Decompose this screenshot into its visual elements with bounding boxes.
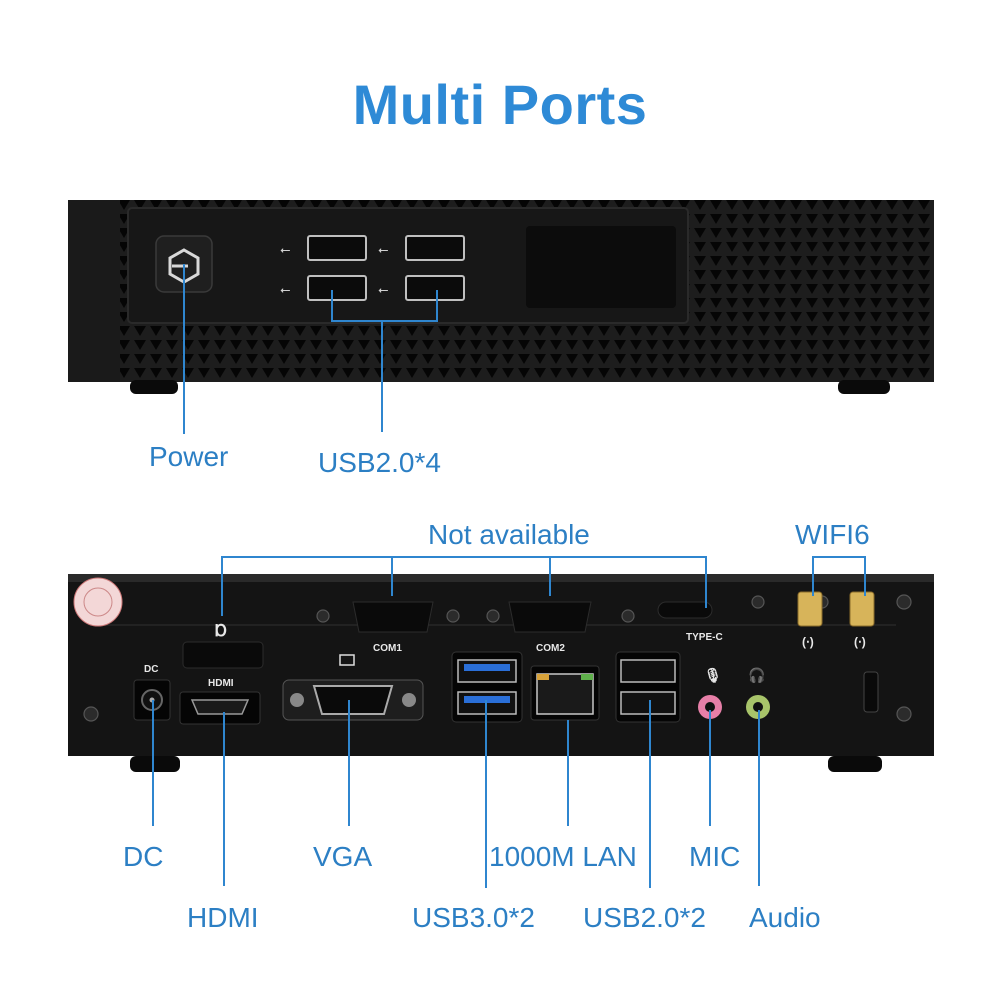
svg-text:DC: DC xyxy=(144,664,158,675)
svg-text:HDMI: HDMI xyxy=(208,678,234,689)
label-vga: VGA xyxy=(313,841,373,872)
leader-usb-a xyxy=(331,290,333,322)
silk-typec: TYPE-C xyxy=(686,632,723,643)
silk-com2: COM2 xyxy=(536,643,565,654)
svg-text:🎧: 🎧 xyxy=(748,667,765,684)
leader-usb-bar xyxy=(331,320,438,322)
leader-mic xyxy=(709,710,711,826)
leader-wifi-bar xyxy=(812,556,866,558)
leader-lan xyxy=(567,720,569,826)
svg-text:Ɒ: Ɒ xyxy=(215,623,228,640)
leader-wifi-left xyxy=(812,556,814,596)
svg-text:(⋅): (⋅) xyxy=(802,635,814,649)
label-not-available: Not available xyxy=(428,519,590,550)
label-audio: Audio xyxy=(749,902,821,933)
page-title: Multi Ports xyxy=(352,73,648,136)
svg-text:🎙: 🎙 xyxy=(704,667,722,683)
svg-text:⭠: ⭠ xyxy=(378,243,388,258)
label-lan: 1000M LAN xyxy=(489,841,637,872)
front-usb-ports xyxy=(307,235,465,301)
label-hdmi: HDMI xyxy=(187,902,259,933)
label-usb3: USB3.0*2 xyxy=(412,902,535,933)
wifi-antenna-left: (⋅) xyxy=(797,591,823,649)
svg-text:(⋅): (⋅) xyxy=(854,635,866,649)
leader-usb2-rear xyxy=(649,700,651,888)
leader-audio xyxy=(758,710,760,886)
leader-wifi-right xyxy=(864,556,866,596)
leader-na-typec xyxy=(705,556,707,608)
label-mic: MIC xyxy=(689,841,741,872)
wifi-antenna-right: (⋅) xyxy=(849,591,875,649)
front-panel-device: ⭠ ⭠ ⭠ ⭠ xyxy=(68,200,934,394)
svg-text:⭠: ⭠ xyxy=(280,243,290,258)
svg-text:⭠: ⭠ xyxy=(280,283,290,298)
silk-com1: COM1 xyxy=(373,643,402,654)
leader-na-dp xyxy=(221,556,223,616)
leader-na-com1 xyxy=(391,556,393,596)
leader-usb-b xyxy=(436,290,438,322)
label-usb2-front: USB2.0*4 xyxy=(318,447,441,478)
warranty-sticker xyxy=(73,577,123,627)
label-wifi6: WIFI6 xyxy=(795,519,870,550)
leader-na-com2 xyxy=(549,556,551,596)
label-usb2-rear: USB2.0*2 xyxy=(583,902,706,933)
label-power: Power xyxy=(149,441,229,472)
svg-text:⭠: ⭠ xyxy=(378,283,388,298)
leader-usb-down xyxy=(381,320,383,432)
leader-usb3 xyxy=(485,700,487,888)
leader-vga xyxy=(348,700,350,826)
label-dc: DC xyxy=(123,841,164,872)
leader-na-bar xyxy=(221,556,707,558)
leader-dc xyxy=(152,700,154,826)
leader-hdmi xyxy=(223,712,225,886)
leader-power xyxy=(183,264,185,434)
rear-panel-device: Ɒ COM1 COM2 TYPE-C DC HDMI 🎙 🎧 (⋅) (⋅) xyxy=(68,574,934,772)
